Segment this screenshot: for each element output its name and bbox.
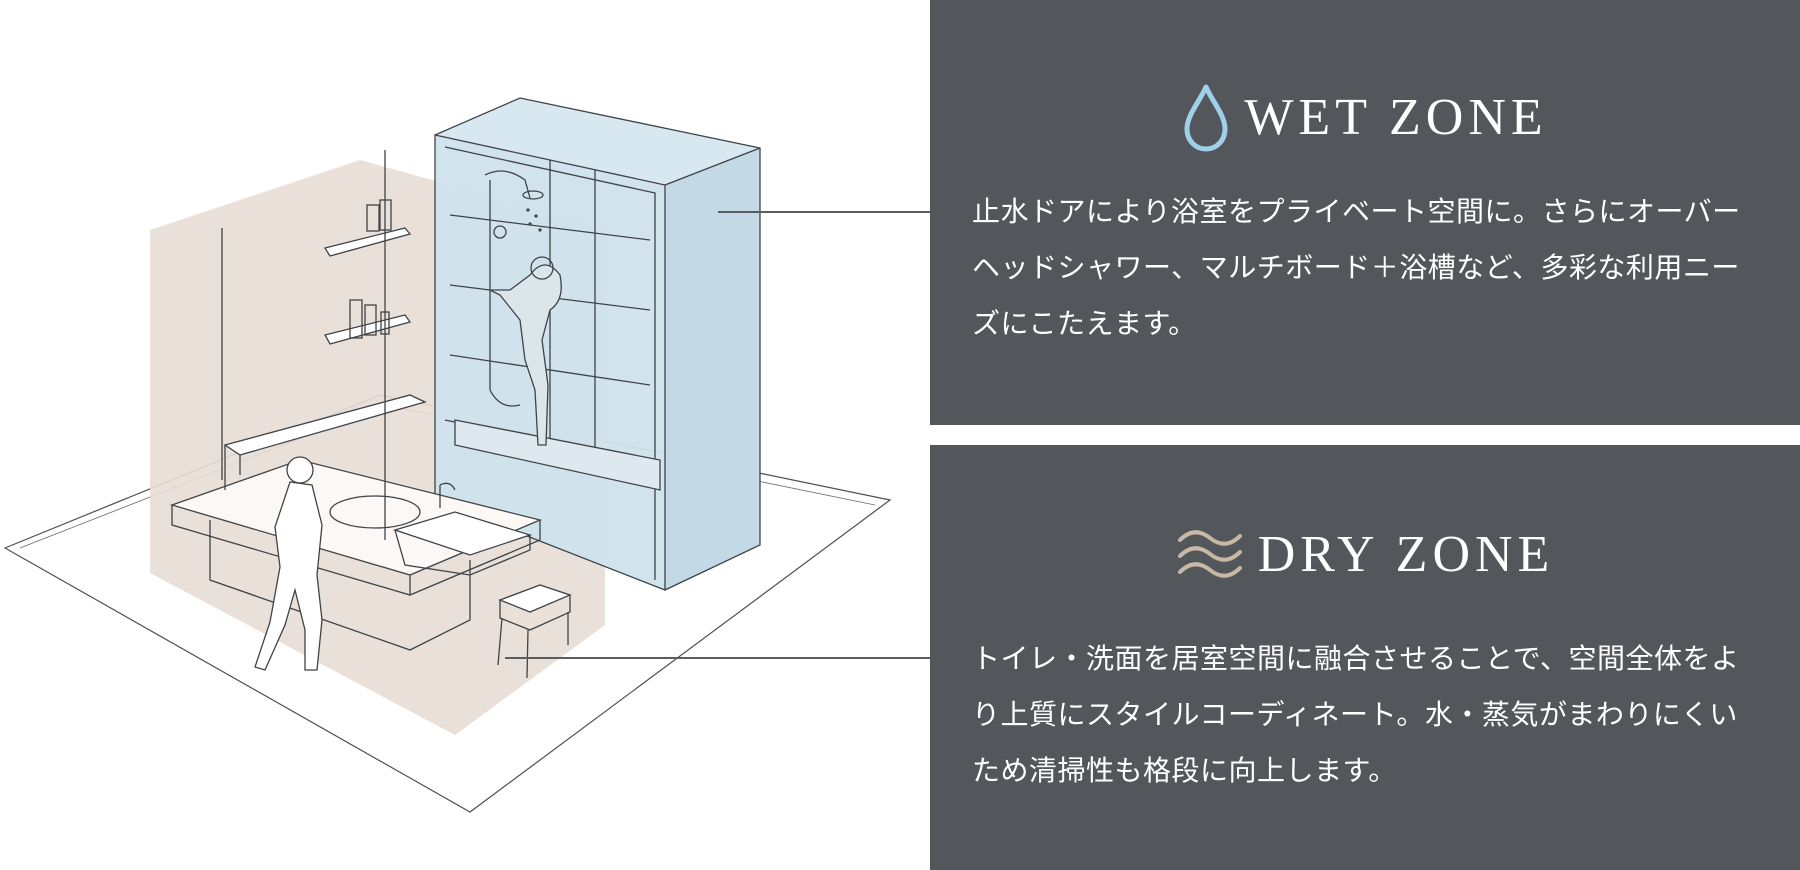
wet-zone-heading: WET ZONE	[930, 78, 1800, 158]
wet-zone-title: WET ZONE	[1244, 89, 1548, 146]
bathroom-illustration	[3, 97, 892, 813]
dry-zone-panel: DRY ZONE トイレ・洗面を居室空間に融合させることで、空間全体をより上質に…	[930, 445, 1800, 870]
wet-zone-connector-line	[718, 211, 930, 213]
wet-zone-description: 止水ドアにより浴室をプライベート空間に。さらにオーバーヘッドシャワー、マルチボー…	[972, 195, 1741, 340]
water-drop-icon	[1184, 84, 1228, 152]
dry-zone-description: トイレ・洗面を居室空間に融合させることで、空間全体をより上質にスタイルコーディネ…	[972, 642, 1740, 787]
bathroom-isometric-drawing	[3, 97, 892, 813]
air-waves-icon	[1177, 530, 1242, 578]
shower-enclosure	[434, 97, 761, 591]
wet-zone-panel: WET ZONE 止水ドアにより浴室をプライベート空間に。さらにオーバーヘッドシ…	[930, 0, 1800, 425]
dry-zone-heading: DRY ZONE	[930, 517, 1800, 593]
vanity-counter	[169, 150, 572, 679]
dry-zone-title: DRY ZONE	[1257, 526, 1555, 583]
dry-zone-connector-line	[505, 657, 930, 659]
